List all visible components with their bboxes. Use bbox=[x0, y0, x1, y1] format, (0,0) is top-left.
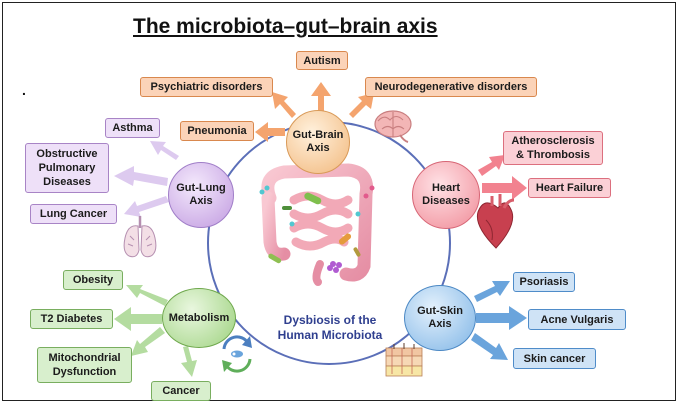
psoriasis-box: Psoriasis bbox=[513, 272, 575, 292]
obesity-box: Obesity bbox=[63, 270, 123, 290]
arrow-to-acne bbox=[476, 306, 527, 330]
arrow-to-skin-cancer bbox=[471, 333, 508, 360]
gut-skin-arrows bbox=[471, 281, 527, 360]
neurodegenerative-disorders-box: Neurodegenerative disorders bbox=[365, 77, 537, 97]
recycle-icon bbox=[222, 335, 252, 373]
arrow-to-t2-diabetes bbox=[114, 307, 162, 331]
gut-brain-arrows bbox=[255, 82, 374, 142]
metabolism-node: Metabolism bbox=[162, 288, 236, 348]
asthma-box: Asthma bbox=[105, 118, 160, 138]
bullet-dot: . bbox=[22, 82, 26, 98]
atherosclerosis-thrombosis-box: Atherosclerosis & Thrombosis bbox=[503, 131, 603, 165]
pneumonia-box: Pneumonia bbox=[180, 121, 254, 141]
arrow-to-heart-failure bbox=[482, 176, 527, 200]
gut-lung-arrows bbox=[114, 141, 179, 217]
arrow-to-atherosclerosis bbox=[478, 155, 505, 176]
gut-lung-axis-node: Gut-Lung Axis bbox=[168, 162, 234, 228]
metabolism-arrows bbox=[114, 285, 197, 377]
psychiatric-disorders-box: Psychiatric disorders bbox=[140, 77, 273, 97]
gut-brain-axis-node: Gut-Brain Axis bbox=[286, 110, 350, 174]
heart-diseases-node: Heart Diseases bbox=[412, 161, 480, 229]
heart-icon bbox=[476, 194, 515, 249]
dysbiosis-label: Dysbiosis of the Human Microbiota bbox=[277, 313, 383, 342]
autism-box: Autism bbox=[296, 51, 348, 70]
arrow-to-psychiatric bbox=[272, 92, 296, 118]
arrow-to-mitochondrial bbox=[131, 327, 165, 356]
arrow-to-cancer bbox=[181, 346, 197, 377]
mitochondrial-dysfunction-box: Mitochondrial Dysfunction bbox=[37, 347, 132, 383]
heart-failure-box: Heart Failure bbox=[528, 178, 611, 198]
heart-arrows bbox=[478, 155, 527, 200]
lungs-icon bbox=[123, 216, 157, 258]
skin-cancer-box: Skin cancer bbox=[513, 348, 596, 369]
arrow-to-pneumonia bbox=[255, 122, 285, 142]
skin-layers-icon bbox=[385, 343, 423, 377]
diagram-title: The microbiota–gut–brain axis bbox=[133, 15, 438, 38]
figure-frame bbox=[2, 2, 676, 401]
arrow-to-asthma bbox=[150, 141, 179, 160]
t2-diabetes-box: T2 Diabetes bbox=[30, 309, 113, 329]
arrow-to-obesity bbox=[126, 285, 168, 306]
arrow-to-autism bbox=[311, 82, 331, 112]
lung-cancer-box: Lung Cancer bbox=[30, 204, 117, 224]
acne-vulgaris-box: Acne Vulgaris bbox=[528, 309, 626, 330]
brain-icon bbox=[374, 110, 412, 143]
cancer-box: Cancer bbox=[151, 381, 211, 401]
arrow-to-lung-cancer bbox=[124, 196, 169, 217]
gut-skin-axis-node: Gut-Skin Axis bbox=[404, 285, 476, 351]
obstructive-pulmonary-diseases-box: Obstructive Pulmonary Diseases bbox=[25, 143, 109, 193]
intestine-icon bbox=[259, 163, 375, 286]
arrow-to-psoriasis bbox=[474, 281, 510, 302]
arrow-to-copd bbox=[114, 166, 168, 186]
arrow-to-neurodegenerative bbox=[349, 93, 374, 118]
